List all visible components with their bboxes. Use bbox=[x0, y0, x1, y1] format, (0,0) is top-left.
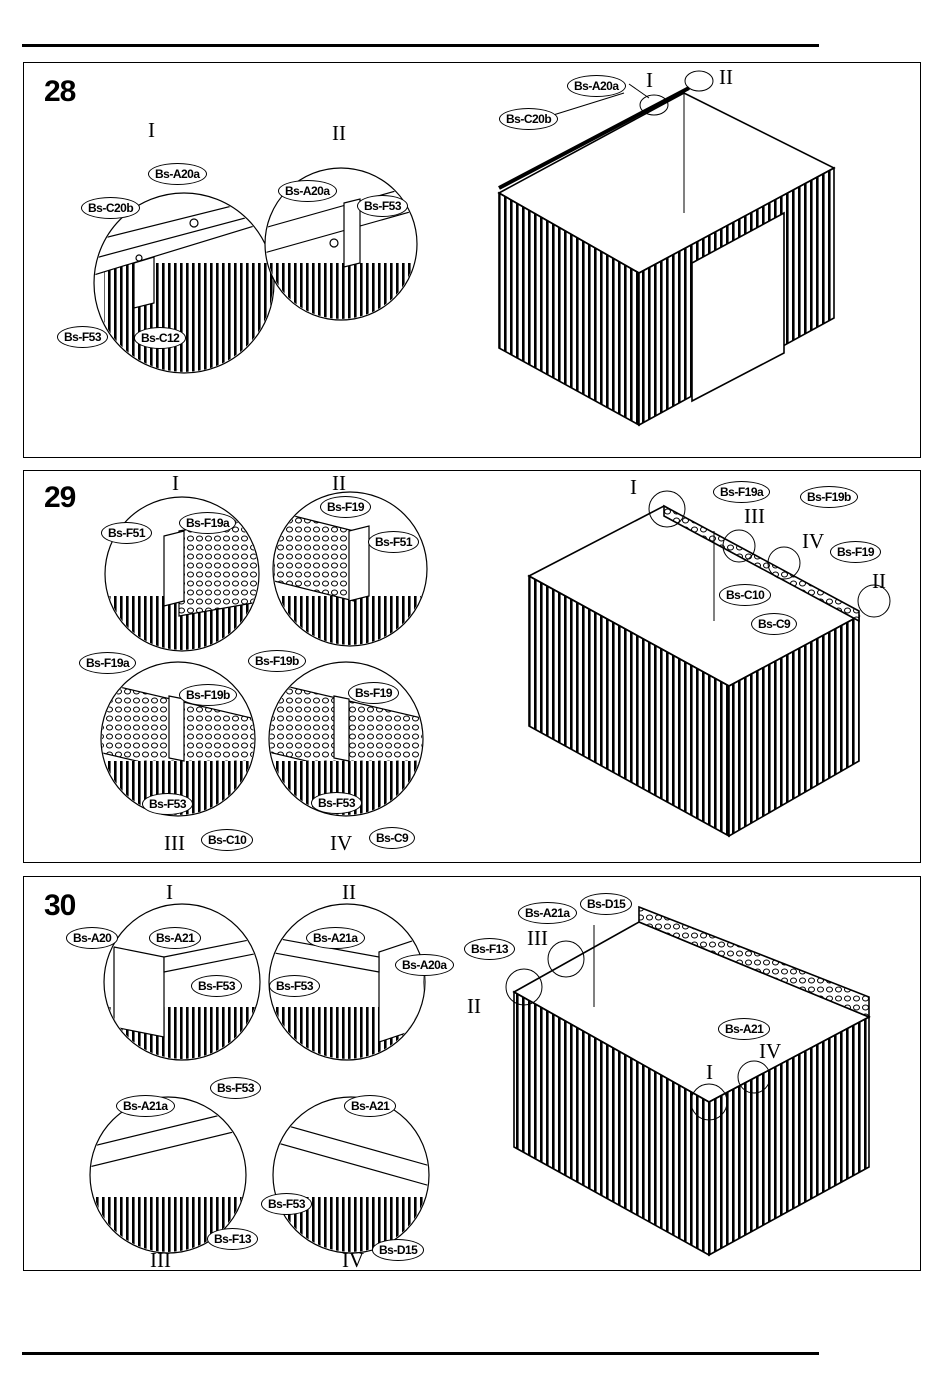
part-label: Bs-F19 bbox=[348, 682, 400, 704]
detail-marker-iv: IV bbox=[342, 1248, 365, 1272]
part-label: Bs-F19a bbox=[179, 512, 237, 534]
part-label: Bs-A21a bbox=[518, 902, 577, 924]
part-label: Bs-F19 bbox=[320, 496, 372, 518]
part-label: Bs-A21 bbox=[344, 1095, 397, 1117]
part-label: Bs-A20 bbox=[66, 927, 119, 949]
part-label: Bs-A20a bbox=[148, 163, 207, 185]
part-label: Bs-F19a bbox=[713, 481, 771, 503]
part-label: Bs-C9 bbox=[751, 613, 798, 635]
part-label: Bs-A21 bbox=[718, 1018, 771, 1040]
part-label: Bs-A21a bbox=[116, 1095, 175, 1117]
part-label: Bs-A20a bbox=[395, 954, 454, 976]
detail-marker-ii: II bbox=[342, 880, 356, 904]
detail-29-ii bbox=[272, 491, 428, 647]
bottom-rule bbox=[22, 1352, 819, 1355]
part-label: Bs-F13 bbox=[207, 1228, 259, 1250]
part-label: Bs-F51 bbox=[368, 531, 420, 553]
part-label: Bs-F53 bbox=[311, 792, 363, 814]
detail-marker-ii: II bbox=[332, 471, 346, 495]
step-number: 29 bbox=[44, 481, 76, 514]
top-rule bbox=[22, 44, 819, 47]
part-label: Bs-F53 bbox=[269, 975, 321, 997]
step-28-panel: 28 I II Bs-A20a Bs-C20b Bs-F53 Bs-C12 Bs… bbox=[23, 62, 921, 458]
detail-30-i bbox=[103, 903, 261, 1061]
detail-28-i bbox=[93, 192, 275, 374]
part-label: Bs-D15 bbox=[372, 1239, 425, 1261]
part-label: Bs-F53 bbox=[357, 195, 409, 217]
detail-marker-iv: IV bbox=[330, 831, 353, 855]
shed-marker-iv: IV bbox=[802, 529, 825, 553]
part-label: Bs-C10 bbox=[201, 829, 254, 851]
shed-marker-iii: III bbox=[527, 926, 548, 950]
shed-marker-i: I bbox=[706, 1060, 713, 1084]
part-label: Bs-F53 bbox=[57, 326, 109, 348]
step-30-artwork bbox=[89, 903, 871, 1257]
shed-marker-ii: II bbox=[872, 569, 886, 593]
part-label: Bs-F19b bbox=[800, 486, 858, 508]
part-label: Bs-A20a bbox=[567, 75, 626, 97]
detail-30-ii bbox=[268, 903, 426, 1061]
part-label: Bs-A21a bbox=[306, 927, 365, 949]
part-label: Bs-C10 bbox=[719, 584, 772, 606]
part-label: Bs-F19b bbox=[248, 650, 306, 672]
shed-28 bbox=[497, 86, 836, 427]
part-label: Bs-F53 bbox=[261, 1193, 313, 1215]
step-29-panel: 29 I II III IV Bs-F51 Bs-F19a Bs-F19 Bs-… bbox=[23, 470, 921, 863]
part-label: Bs-F53 bbox=[191, 975, 243, 997]
part-label: Bs-F19b bbox=[179, 684, 237, 706]
part-label: Bs-A20a bbox=[278, 180, 337, 202]
shed-marker-i: I bbox=[630, 475, 637, 499]
part-label: Bs-D15 bbox=[580, 893, 633, 915]
part-label: Bs-C20b bbox=[499, 108, 559, 130]
part-label: Bs-F53 bbox=[142, 793, 194, 815]
shed-marker-ii: II bbox=[719, 65, 733, 89]
detail-marker-iii: III bbox=[164, 831, 185, 855]
part-label: Bs-C20b bbox=[81, 197, 141, 219]
part-label: Bs-C12 bbox=[134, 327, 187, 349]
shed-marker-iv: IV bbox=[759, 1039, 782, 1063]
detail-marker-iii: III bbox=[150, 1248, 171, 1272]
part-label: Bs-F53 bbox=[210, 1077, 262, 1099]
shed-30 bbox=[512, 905, 871, 1257]
part-label: Bs-F13 bbox=[464, 938, 516, 960]
shed-29 bbox=[527, 504, 861, 838]
shed-marker-ii: II bbox=[467, 994, 481, 1018]
detail-marker-i: I bbox=[166, 880, 173, 904]
detail-marker-ii: II bbox=[332, 121, 346, 145]
step-number: 28 bbox=[44, 75, 76, 108]
detail-marker-i: I bbox=[148, 118, 155, 142]
part-label: Bs-F19 bbox=[830, 541, 882, 563]
part-label: Bs-A21 bbox=[149, 927, 202, 949]
part-label: Bs-F19a bbox=[79, 652, 137, 674]
step-30-panel: 30 I II III IV Bs-A20 Bs-A21 Bs-F53 Bs-A… bbox=[23, 876, 921, 1272]
step-28-artwork bbox=[93, 70, 836, 427]
part-label: Bs-F51 bbox=[101, 522, 153, 544]
shed-marker-iii: III bbox=[744, 504, 765, 528]
shed-marker-i: I bbox=[646, 68, 653, 92]
detail-marker-i: I bbox=[172, 471, 179, 495]
step-number: 30 bbox=[44, 889, 76, 922]
part-label: Bs-C9 bbox=[369, 827, 416, 849]
detail-30-iv bbox=[272, 1096, 430, 1254]
